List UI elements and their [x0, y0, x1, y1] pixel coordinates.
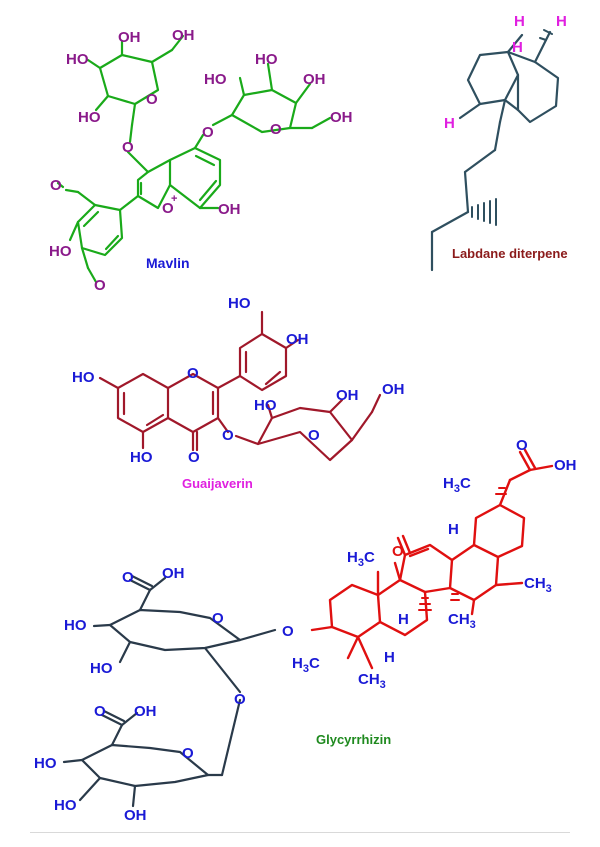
- guaijaverin-bonds: [98, 310, 382, 462]
- mavlin-o-ring1: O: [146, 91, 158, 108]
- glycyrrhizin-o-carboxyl-1: O: [516, 437, 528, 454]
- mavlin-label: Mavlin: [146, 255, 190, 271]
- glycyrrhizin-ho-2: HO: [90, 660, 113, 677]
- glycyrrhizin-sugar-bonds: [62, 574, 277, 808]
- glycyrrhizin-o-ring-2: O: [182, 745, 194, 762]
- mavlin-oh-5: OH: [218, 201, 241, 218]
- mavlin-oh-4: OH: [330, 109, 353, 126]
- labdane-h-3: H: [512, 39, 523, 56]
- glycyrrhizin-label: Glycyrrhizin: [316, 732, 391, 747]
- glycyrrhizin-oh-carboxyl-2: OH: [162, 565, 185, 582]
- mavlin-ho-1: HO: [66, 51, 89, 68]
- glycyrrhizin-ch3-3: CH3: [358, 671, 386, 691]
- glycyrrhizin-ho-4: HO: [54, 797, 77, 814]
- guaijaverin-label: Guaijaverin: [182, 476, 253, 491]
- glycyrrhizin-ho-1: HO: [64, 617, 87, 634]
- glycyrrhizin-oh-5: OH: [124, 807, 147, 824]
- guaijaverin-oh-3: OH: [382, 381, 405, 398]
- glycyrrhizin-atoms: H3C O OH H H3C O CH3 H CH3 O H H3C CH3 O…: [34, 437, 577, 824]
- mavlin-o-link2: O: [202, 124, 214, 141]
- labdane-h-4: H: [444, 115, 455, 132]
- glycyrrhizin-o-carboxyl-2: O: [122, 569, 134, 586]
- mavlin-ho-5: HO: [49, 243, 72, 260]
- labdane-label: Labdane diterpene: [452, 246, 568, 261]
- labdane-bonds: [430, 30, 560, 272]
- mavlin-o-methoxy2: O: [94, 277, 106, 294]
- mavlin-o-ring2: O: [270, 121, 282, 138]
- mavlin-ho-2: HO: [78, 109, 101, 126]
- mavlin-bonds: [56, 34, 332, 284]
- labdane-atoms: H H H H: [444, 13, 567, 132]
- glycyrrhizin-ch3-1: CH3: [524, 575, 552, 595]
- bottom-divider: [30, 832, 570, 833]
- guaijaverin-oh-1: OH: [286, 331, 309, 348]
- glycyrrhizin-ho-3: HO: [34, 755, 57, 772]
- mavlin-oh-3: OH: [303, 71, 326, 88]
- glycyrrhizin-aglycone-bonds: [310, 448, 554, 670]
- glycyrrhizin-o-link: O: [282, 623, 294, 640]
- mavlin-oh-2: OH: [172, 27, 195, 44]
- guaijaverin-atoms: HO OH O HO HO O O HO OH OH O: [72, 295, 405, 466]
- glycyrrhizin-h-3: H: [384, 649, 395, 666]
- mavlin-oh-1: OH: [118, 29, 141, 46]
- mavlin-ho-3: HO: [255, 51, 278, 68]
- labdane-h-1: H: [514, 13, 525, 30]
- labdane-hashed-h: [539, 29, 553, 41]
- glycyrrhizin-hashed-bonds: [418, 487, 507, 611]
- labdane-structure: H H H H Labdane diterpene: [430, 13, 568, 272]
- guaijaverin-o-sugar: O: [308, 427, 320, 444]
- glycyrrhizin-h-2: H: [398, 611, 409, 628]
- guaijaverin-ho-4: HO: [254, 397, 277, 414]
- guaijaverin-ho-2: HO: [72, 369, 95, 386]
- glycyrrhizin-structure: H3C O OH H H3C O CH3 H CH3 O H H3C CH3 O…: [34, 437, 577, 824]
- mavlin-o-pyrylium: O: [162, 200, 174, 217]
- glycyrrhizin-ch3-2: CH3: [448, 611, 476, 631]
- glycyrrhizin-o-glycosidic: O: [234, 691, 246, 708]
- glycyrrhizin-o-ring-1: O: [212, 610, 224, 627]
- glycyrrhizin-oh-carboxyl-1: OH: [554, 457, 577, 474]
- labdane-h-2: H: [556, 13, 567, 30]
- mavlin-atoms: OH OH HO HO O O O HO HO OH O OH O + OH H…: [49, 27, 353, 294]
- mavlin-plus-charge: +: [171, 193, 177, 205]
- labdane-hashed-methyl: [471, 198, 497, 226]
- glycyrrhizin-h3c-2: H3C: [347, 549, 375, 569]
- guaijaverin-ho-1: HO: [228, 295, 251, 312]
- glycyrrhizin-oh-carboxyl-3: OH: [134, 703, 157, 720]
- guaijaverin-o-link: O: [222, 427, 234, 444]
- glycyrrhizin-o-ketone: O: [392, 543, 404, 560]
- glycyrrhizin-h3c-1: H3C: [443, 475, 471, 495]
- guaijaverin-o-keto: O: [188, 449, 200, 466]
- glycyrrhizin-h3c-3: H3C: [292, 655, 320, 675]
- mavlin-ho-4: HO: [204, 71, 227, 88]
- mavlin-structure: OH OH HO HO O O O HO HO OH O OH O + OH H…: [49, 27, 353, 294]
- guaijaverin-structure: HO OH O HO HO O O HO OH OH O Guaijaverin: [72, 295, 405, 491]
- guaijaverin-o-ring: O: [187, 365, 199, 382]
- guaijaverin-ho-3: HO: [130, 449, 153, 466]
- mavlin-o-link1: O: [122, 139, 134, 156]
- glycyrrhizin-o-carboxyl-3: O: [94, 703, 106, 720]
- guaijaverin-oh-2: OH: [336, 387, 359, 404]
- glycyrrhizin-h-1: H: [448, 521, 459, 538]
- mavlin-o-methoxy1: O: [50, 177, 62, 194]
